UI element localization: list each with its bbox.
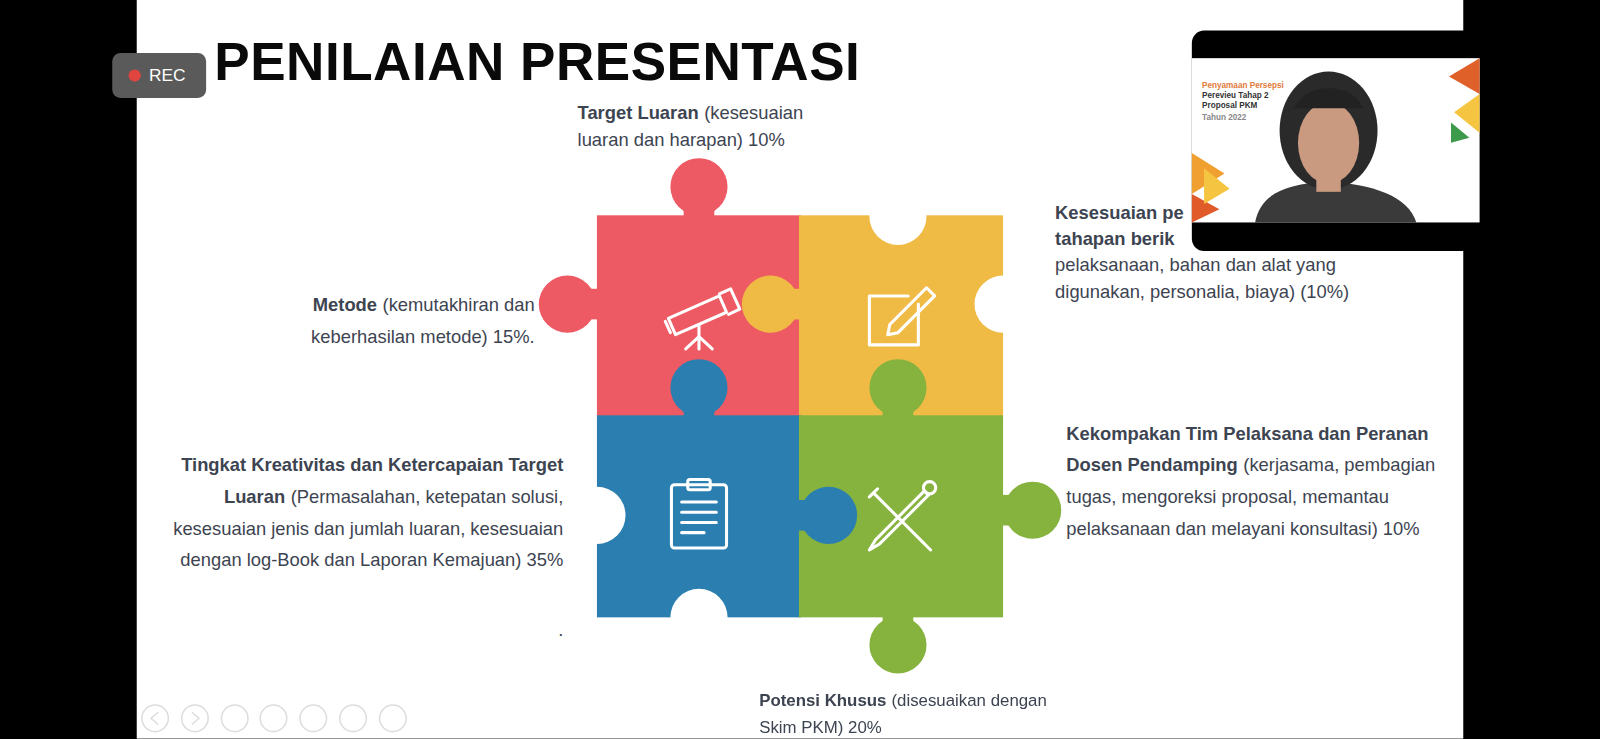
thumbnail-text: Tahun 2022: [1202, 112, 1246, 124]
thumbnail-text: Penyamaan Persepsi: [1202, 80, 1284, 92]
criterion-heading: Potensi Khusus: [759, 691, 886, 709]
criterion-heading: Kesesuaian pe: [1055, 203, 1184, 223]
criterion-text: .: [551, 614, 563, 646]
criterion-text: tahapan berik: [1055, 226, 1198, 253]
criterion-heading: Target Luaran: [578, 103, 699, 123]
criterion-text: Tingkat Kreativitas dan Ketercapaian Tar…: [169, 450, 563, 577]
criterion-text: Kesesuaian pe: [1055, 200, 1198, 227]
thumbnail-text: Proposal PKM: [1202, 100, 1257, 112]
rec-label: REC: [149, 65, 186, 85]
criterion-heading: tahapan berik: [1055, 229, 1174, 249]
slide-title: PENILAIAN PRESENTASI: [214, 31, 860, 92]
criterion-text: Kekompakan Tim Pelaksana dan Peranan Dos…: [1066, 418, 1449, 545]
thumbnail-text: Perevieu Tahap 2: [1202, 90, 1269, 102]
criterion-text: Target Luaran(kesesuaian luaran dan hara…: [578, 100, 833, 153]
criterion-text: pelaksanaan, bahan dan alat yang digunak…: [1055, 252, 1392, 305]
criterion-text: Metode(kemutakhiran dan keberhasilan met…: [276, 290, 535, 353]
criterion-text: Potensi Khusus(disesuaikan dengan Skim P…: [759, 687, 1075, 739]
criterion-detail: .: [558, 619, 563, 639]
criterion-heading: Metode: [313, 295, 377, 315]
criterion-detail: pelaksanaan, bahan dan alat yang digunak…: [1055, 255, 1349, 302]
